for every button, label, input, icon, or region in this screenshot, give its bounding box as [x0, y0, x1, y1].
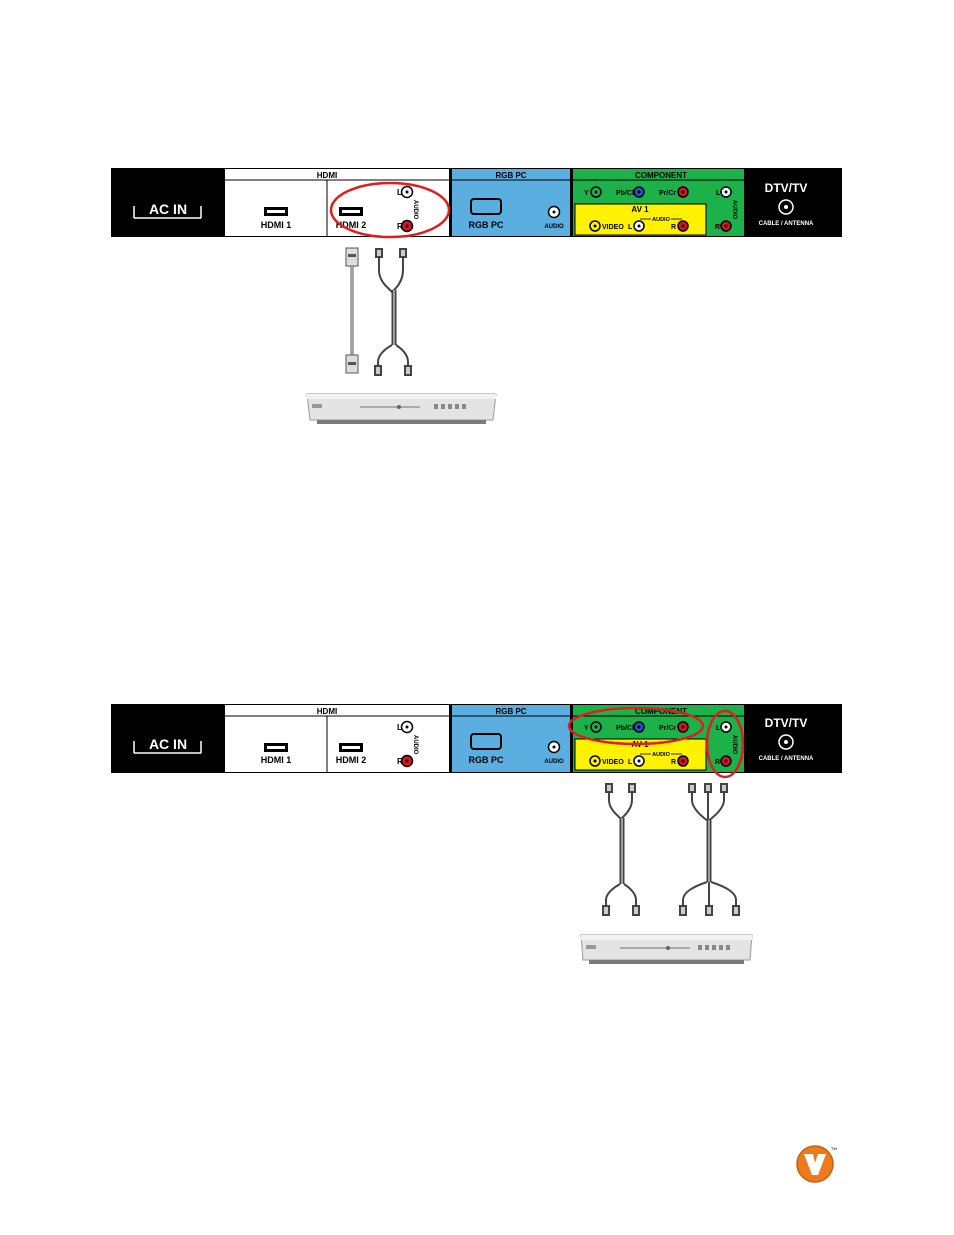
av1-audio-label: AUDIO	[652, 752, 670, 758]
hdmi-audio-r-jack[interactable]	[402, 221, 413, 232]
rgb-pc-section: RGB PC RGB PC AUDIO	[452, 169, 570, 236]
rca-audio-cable	[375, 249, 411, 375]
dtv-label: DTV/TV	[765, 716, 808, 730]
av1-audio-l-jack[interactable]	[634, 221, 644, 231]
av1-video-label: VIDEO	[602, 759, 624, 766]
ac-in-label: AC IN	[149, 201, 187, 217]
av1-section: AV 1 AUDIO VIDEO L R	[575, 204, 706, 235]
hdmi-audio-vertical-label: AUDIO	[412, 200, 418, 220]
hdmi2-port[interactable]	[339, 207, 363, 216]
component-pb-label: Pb/Cb	[616, 725, 636, 732]
component-pb-jack[interactable]	[634, 187, 644, 197]
hdmi-cable	[346, 248, 358, 373]
av1-r-label: R	[671, 224, 676, 231]
rgb-pc-label: RGB PC	[468, 220, 504, 230]
av1-video-label: VIDEO	[602, 224, 624, 231]
component-pr-jack[interactable]	[678, 722, 688, 732]
hdmi-header: HDMI	[317, 171, 337, 180]
component-audio-r-label: R	[715, 224, 720, 231]
hdmi2-port[interactable]	[339, 743, 363, 752]
av1-video-jack[interactable]	[590, 221, 600, 231]
logo-tm: TM	[831, 1146, 837, 1151]
rgb-audio-label: AUDIO	[544, 759, 564, 765]
av1-audio-l-jack[interactable]	[634, 756, 644, 766]
ac-in-label: AC IN	[149, 736, 187, 752]
hdmi-section: HDMI HDMI 1 HDMI 2 L R AUDIO	[225, 169, 449, 236]
component-pb-label: Pb/Cb	[616, 190, 636, 197]
component-pr-label: Pr/Cr	[659, 190, 676, 197]
dtv-label: DTV/TV	[765, 181, 808, 195]
rgb-header: RGB PC	[495, 171, 526, 180]
av1-r-label: R	[671, 759, 676, 766]
hdmi-section: HDMI HDMI 1 HDMI 2 L R AUDIO	[225, 705, 449, 772]
av1-video-jack[interactable]	[590, 756, 600, 766]
av1-l-label: L	[628, 224, 633, 231]
hdmi1-port[interactable]	[264, 207, 288, 216]
av1-l-label: L	[628, 759, 633, 766]
component-pr-jack[interactable]	[678, 187, 688, 197]
component-audio-r-jack[interactable]	[721, 756, 731, 766]
component-pb-jack[interactable]	[634, 722, 644, 732]
av1-audio-r-jack[interactable]	[678, 756, 688, 766]
component-y-jack[interactable]	[591, 722, 601, 732]
component-audio-l-label: L	[716, 190, 721, 197]
component-audio-r-label: R	[715, 759, 720, 766]
component-audio-l-jack[interactable]	[721, 722, 731, 732]
tv-rear-panel: AC IN HDMI HDMI 1 HDMI 2 L	[111, 168, 842, 237]
component-connection-diagram: AC IN HDMI HDMI 1 HDMI 2 L R	[0, 686, 954, 1006]
component-header: COMPONENT	[635, 171, 687, 180]
dvd-player	[307, 394, 496, 424]
component-video-cable	[680, 784, 739, 915]
hdmi-audio-l-jack[interactable]	[402, 722, 413, 733]
av1-header: AV 1	[631, 205, 649, 214]
rgb-audio-label: AUDIO	[544, 224, 564, 230]
component-y-label: Y	[584, 725, 589, 732]
component-section: COMPONENT Y Pb/Cb Pr/Cr L R	[573, 169, 744, 236]
hdmi-audio-r-jack[interactable]	[402, 756, 413, 767]
hdmi1-label: HDMI 1	[261, 220, 292, 230]
hdmi1-port[interactable]	[264, 743, 288, 752]
component-pr-label: Pr/Cr	[659, 725, 676, 732]
component-y-label: Y	[584, 190, 589, 197]
hdmi-audio-l-jack[interactable]	[402, 187, 413, 198]
av1-audio-r-jack[interactable]	[678, 221, 688, 231]
av1-audio-label: AUDIO	[652, 217, 670, 223]
component-section: COMPONENT Y Pb/Cb Pr/Cr L R	[573, 705, 744, 772]
component-y-jack[interactable]	[591, 187, 601, 197]
rgb-audio-jack[interactable]	[549, 742, 560, 753]
rgb-audio-jack[interactable]	[549, 207, 560, 218]
component-audio-l-jack[interactable]	[721, 187, 731, 197]
rgb-pc-label: RGB PC	[468, 755, 504, 765]
hdmi-header: HDMI	[317, 707, 337, 716]
rca-audio-cable	[603, 784, 639, 915]
rgb-pc-section: RGB PC RGB PC AUDIO	[452, 705, 570, 772]
vga-port[interactable]	[471, 734, 501, 749]
component-audio-vertical-label: AUDIO	[731, 735, 737, 755]
component-audio-r-jack[interactable]	[721, 221, 731, 231]
component-audio-l-label: L	[716, 725, 721, 732]
vizio-logo: TM	[796, 1143, 840, 1183]
hdmi2-label: HDMI 2	[336, 755, 367, 765]
hdmi-connection-diagram: AC IN HDMI HDMI 1 HDMI 2 L	[0, 150, 954, 470]
rgb-header: RGB PC	[495, 707, 526, 716]
cable-antenna-label: CABLE / ANTENNA	[759, 756, 814, 762]
component-audio-vertical-label: AUDIO	[731, 200, 737, 220]
cable-antenna-label: CABLE / ANTENNA	[759, 221, 814, 227]
hdmi-audio-vertical-label: AUDIO	[412, 735, 418, 755]
dvd-player	[581, 935, 752, 964]
hdmi1-label: HDMI 1	[261, 755, 292, 765]
vga-port[interactable]	[471, 199, 501, 214]
